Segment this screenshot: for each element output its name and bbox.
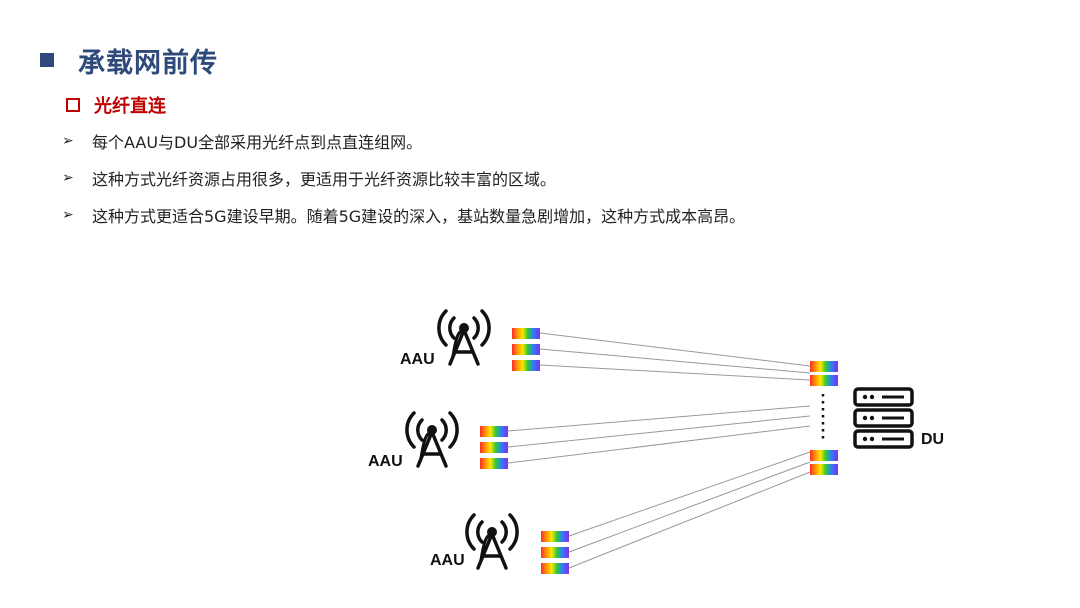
fiber-connector [480, 426, 508, 437]
bullet-item: ➢ 每个AAU与DU全部采用光纤点到点直连组网。 [62, 128, 745, 153]
fiber-connector [480, 458, 508, 469]
server-icon [853, 387, 914, 449]
fiber-line [507, 425, 811, 464]
fiber-line [568, 461, 811, 553]
page-title: 承载网前传 [78, 47, 218, 79]
cell-tower-icon [437, 309, 491, 366]
fiber-connector [541, 563, 569, 574]
section-header: 光纤直连 [66, 92, 166, 118]
fiber-line [507, 405, 811, 432]
aau-label: AAU [400, 351, 435, 368]
fiber-line [507, 415, 811, 448]
section-bullet-square [66, 98, 80, 112]
bullet-text: 这种方式光纤资源占用很多，更适用于光纤资源比较丰富的区域。 [92, 169, 557, 189]
bullet-list: ➢ 每个AAU与DU全部采用光纤点到点直连组网。 ➢ 这种方式光纤资源占用很多，更适… [62, 128, 745, 239]
fiber-connector [810, 375, 838, 386]
fiber-connector [810, 450, 838, 461]
du-label: DU [921, 431, 944, 448]
fiber-connector [810, 464, 838, 475]
fiber-line [539, 348, 811, 374]
fiber-connector [541, 531, 569, 542]
fiber-connector [810, 361, 838, 372]
du-connectors [810, 361, 838, 475]
arrow-bullet-icon: ➢ [62, 206, 74, 223]
arrow-bullet-icon: ➢ [62, 169, 74, 186]
fiber-lines [507, 332, 811, 569]
fiber-connector [512, 360, 540, 371]
bullet-text: 这种方式更适合5G建设早期。随着5G建设的深入，基站数量急剧增加，这种方式成本高… [92, 206, 746, 226]
cell-tower-icon [405, 411, 459, 468]
aau-label: AAU [368, 453, 403, 470]
fiber-connector [480, 442, 508, 453]
fiber-connector [512, 344, 540, 355]
fiber-line [539, 364, 811, 381]
bullet-item: ➢ 这种方式更适合5G建设早期。随着5G建设的深入，基站数量急剧增加，这种方式成本… [62, 202, 745, 227]
page-header: 承载网前传 [40, 40, 218, 80]
cell-tower-icon [465, 513, 519, 570]
fiber-connector [541, 547, 569, 558]
fiber-line [539, 332, 811, 367]
aau-node-2: AAU [368, 411, 508, 470]
fiber-line [568, 451, 811, 537]
title-bullet-square [40, 53, 54, 67]
bullet-text: 每个AAU与DU全部采用光纤点到点直连组网。 [92, 132, 423, 152]
section-title: 光纤直连 [94, 96, 166, 117]
fiber-line [568, 471, 811, 569]
aau-label: AAU [430, 552, 465, 569]
aau-node-3: AAU [430, 513, 569, 574]
arrow-bullet-icon: ➢ [62, 132, 74, 149]
fiber-connector [512, 328, 540, 339]
aau-node-1: AAU [400, 309, 540, 371]
du-node: DU [853, 387, 944, 449]
bullet-item: ➢ 这种方式光纤资源占用很多，更适用于光纤资源比较丰富的区域。 [62, 165, 745, 190]
